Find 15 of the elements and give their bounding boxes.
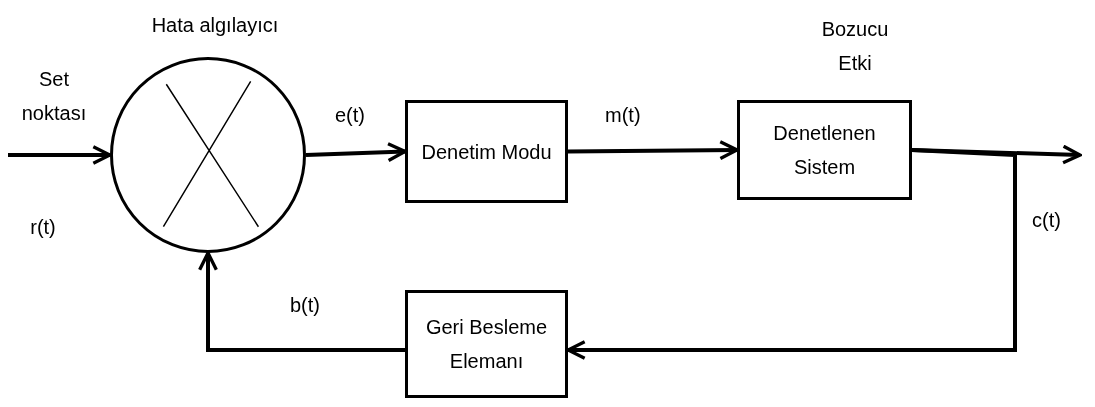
block-label: Geri Besleme Elemanı: [424, 315, 549, 374]
arrow: [8, 145, 112, 165]
block-box: [405, 290, 568, 398]
arrow: [305, 142, 407, 163]
block-label: Hata algılayıcı: [150, 13, 280, 38]
signal-label: Set noktası: [20, 67, 88, 126]
arrow: [566, 148, 1017, 360]
arrow: [198, 251, 405, 352]
arrow: [567, 140, 739, 161]
signal-label: r(t): [29, 215, 57, 240]
block-label: Denetlenen Sistem: [772, 121, 877, 180]
signal-label: Bozucu Etki: [820, 17, 890, 76]
block-box: [405, 100, 568, 203]
block-box: [737, 100, 912, 200]
block-label: Denetim Modu: [421, 139, 552, 165]
